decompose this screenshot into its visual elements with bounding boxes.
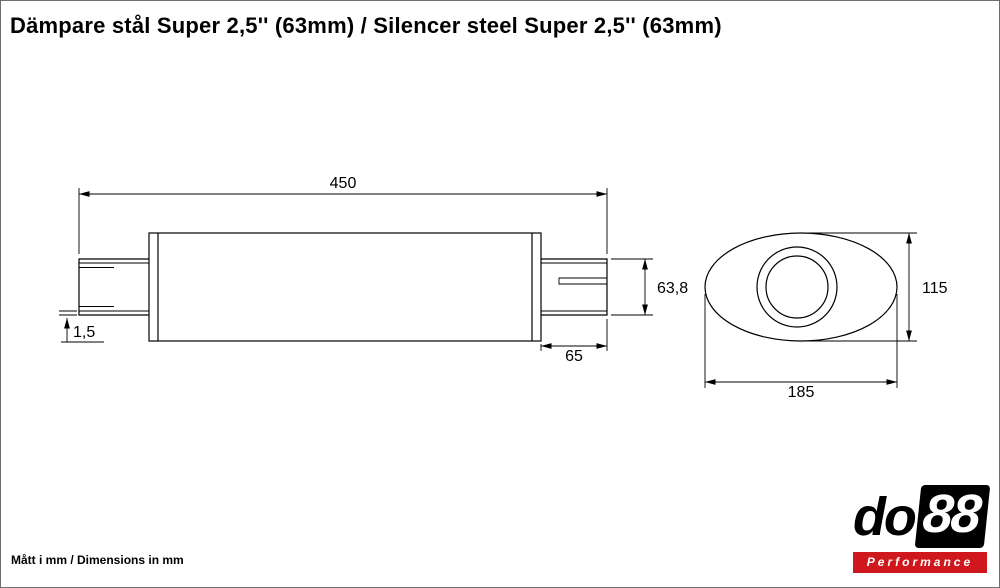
logo-text-do: do: [852, 486, 917, 547]
dimensions: [59, 188, 917, 388]
end-view: [704, 232, 898, 342]
do88-logo: do 88 Performance: [852, 484, 991, 573]
dim-pipe-diameter: [611, 258, 653, 316]
dim-stub-length: [540, 319, 608, 351]
oval-shell: [704, 232, 898, 342]
label-body-width: 185: [788, 384, 815, 401]
dim-total-length: [78, 188, 608, 254]
pipe-bore: [765, 255, 829, 319]
label-wall-thickness: 1,5: [73, 324, 95, 341]
label-pipe-diameter: 63,8: [657, 280, 688, 297]
units-note: Mått i mm / Dimensions in mm: [11, 553, 184, 567]
inlet-pipe: [78, 258, 149, 316]
label-stub-length: 65: [565, 348, 583, 365]
do88-logo-wordmark: do 88: [852, 484, 991, 548]
side-view: [78, 232, 608, 342]
logo-performance-bar: Performance: [852, 552, 987, 573]
outlet-pipe: [541, 258, 608, 316]
dim-body-height: [807, 232, 917, 342]
pipe-collar: [756, 246, 838, 328]
logo-text-88: 88: [914, 484, 991, 548]
dim-wall-thickness: [59, 310, 104, 343]
silencer-body: [148, 232, 542, 342]
inlet-pipe-details: [79, 262, 149, 312]
label-body-height: 115: [922, 280, 948, 297]
outlet-slot: [558, 277, 607, 285]
dimension-labels: 450 63,8 1,5 65 115 185: [73, 175, 948, 401]
label-total-length: 450: [330, 175, 357, 192]
page-title: Dämpare stål Super 2,5'' (63mm) / Silenc…: [10, 13, 722, 38]
logo-subtitle: Performance: [866, 555, 974, 569]
outlet-pipe-details: [541, 262, 607, 312]
dim-body-width: [704, 294, 898, 388]
